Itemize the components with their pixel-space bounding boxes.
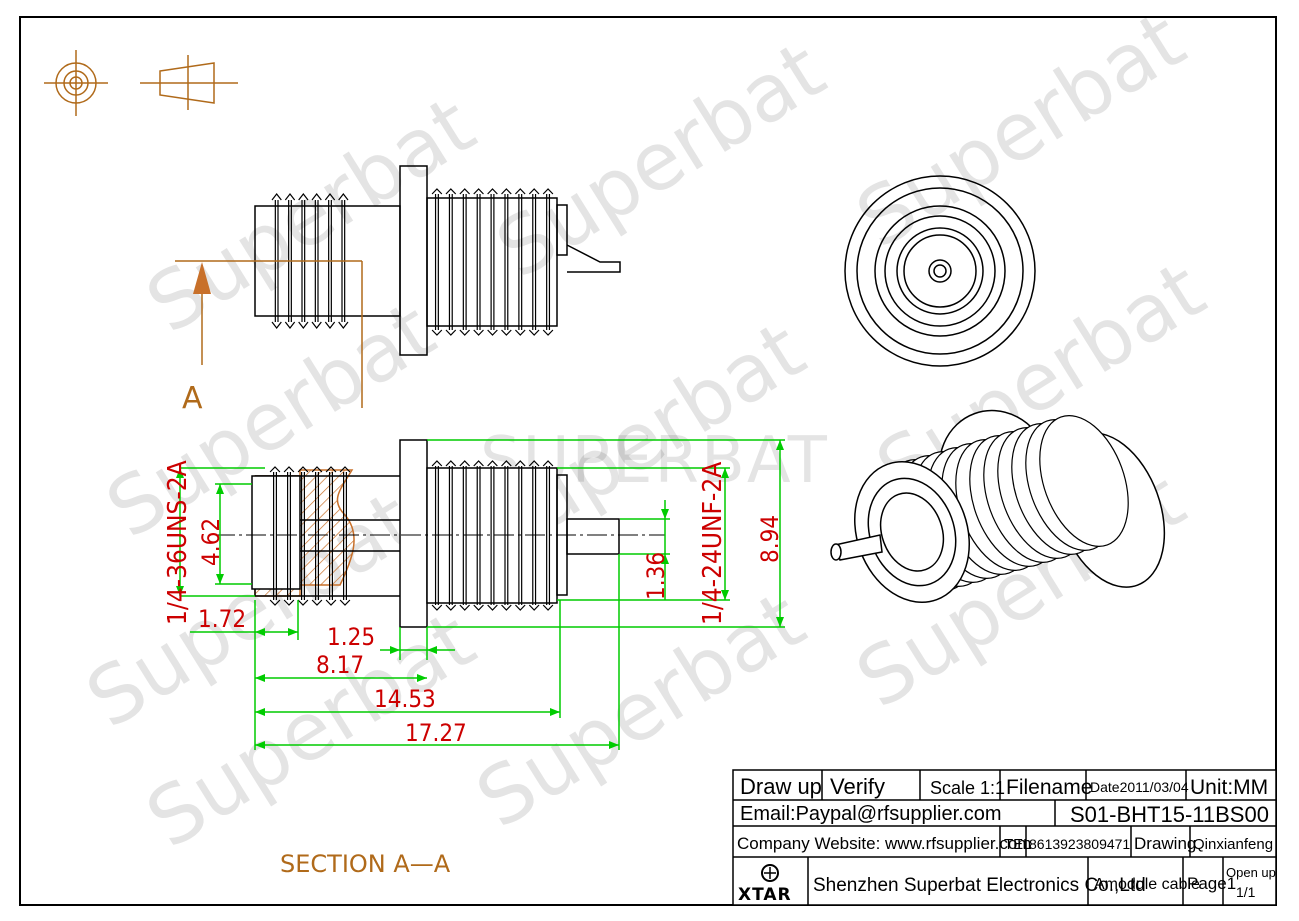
dim-14-53: 14.53 xyxy=(374,685,436,713)
section-arrow-icon xyxy=(193,262,211,294)
tb-email: Email:Paypal@rfsupplier.com xyxy=(740,803,1002,825)
iso-view-front xyxy=(830,461,970,603)
thread-ridge xyxy=(431,188,443,336)
tb-logo-text: XTAR xyxy=(738,885,792,905)
section-threads-left xyxy=(269,466,351,606)
thread-ridge xyxy=(283,466,295,606)
iso-thread-ring xyxy=(1039,415,1129,547)
thread-ridge xyxy=(473,460,484,611)
thread-ridge xyxy=(445,188,457,336)
tb-drawer: Qinxianfeng xyxy=(1193,836,1273,853)
tb-part-no: S01-BHT15-11BS00 xyxy=(1070,802,1269,827)
thread-ridge xyxy=(487,188,498,336)
thread-ridge xyxy=(325,466,337,606)
title-block xyxy=(732,769,1277,906)
thread-ridge xyxy=(528,188,540,336)
watermark: Superbat xyxy=(131,79,490,352)
thread-ridge xyxy=(431,460,443,611)
dim-8-94: 8.94 xyxy=(756,515,784,563)
tb-verify: Verify xyxy=(830,774,885,799)
tb-draw-up: Draw up xyxy=(740,774,822,799)
thread-ridge xyxy=(514,188,526,336)
tb-open-up: Open up xyxy=(1226,865,1276,880)
thread-ridge xyxy=(501,460,512,611)
section-label: SECTION A—A xyxy=(280,850,451,878)
dim-8-17: 8.17 xyxy=(316,651,364,679)
watermark: Superbat xyxy=(481,24,840,297)
dim-right-thread: 1/4-24UNF-2A xyxy=(698,462,728,625)
thread-ridge xyxy=(501,188,512,336)
tb-tel-label: TEL xyxy=(1004,836,1032,853)
section-threads-right xyxy=(431,460,554,611)
section-cut-marker: A xyxy=(175,260,363,416)
dim-4-62: 4.62 xyxy=(197,518,225,566)
tb-module: Amodule cable xyxy=(1094,876,1200,893)
tb-website: Company Website: www.rfsupplier.com xyxy=(737,834,1031,853)
tb-tel: 8613923809471 xyxy=(1029,836,1130,852)
thread-ridge xyxy=(297,466,309,606)
thread-ridge xyxy=(542,460,554,611)
tb-company: Shenzhen Superbat Electronics Co.,Ltd xyxy=(813,875,1146,896)
thread-ridge xyxy=(514,460,526,611)
tb-scale: Scale 1:1 xyxy=(930,778,1005,798)
extension-lines xyxy=(179,439,785,750)
dim-1-36: 1.36 xyxy=(642,552,670,600)
dimension-arrows xyxy=(176,440,784,749)
dim-17-27: 17.27 xyxy=(405,719,467,747)
tb-pages: 1/1 xyxy=(1236,884,1256,900)
thread-ridge xyxy=(445,460,457,611)
thread-ridge xyxy=(339,466,351,606)
projection-symbol xyxy=(44,50,238,116)
thread-ridge xyxy=(269,466,281,606)
front-view xyxy=(844,175,1036,367)
thread-ridge xyxy=(487,460,498,611)
watermark: Superbat xyxy=(841,0,1200,266)
tb-drawing: Drawing xyxy=(1134,834,1196,853)
tb-filename: Filename xyxy=(1006,776,1092,799)
thread-ridge xyxy=(459,188,471,336)
thread-ridge xyxy=(473,188,484,336)
thread-ridge xyxy=(528,460,540,611)
dim-1-72: 1.72 xyxy=(198,605,246,633)
tb-date: Date2011/03/04 xyxy=(1090,779,1189,795)
tb-page: Page1 xyxy=(1187,874,1236,893)
side-view-threads-right xyxy=(431,188,554,336)
section-letter: A xyxy=(182,381,203,416)
tb-unit: Unit:MM xyxy=(1190,776,1268,799)
dim-1-25: 1.25 xyxy=(327,623,375,651)
thread-ridge xyxy=(311,466,323,606)
xtar-logo-icon: XTAR xyxy=(738,864,792,905)
thread-ridge xyxy=(542,188,554,336)
thread-ridge xyxy=(459,460,471,611)
drawing-frame xyxy=(19,16,1277,906)
dim-left-thread: 1/4-36UNS-2A xyxy=(163,460,193,625)
